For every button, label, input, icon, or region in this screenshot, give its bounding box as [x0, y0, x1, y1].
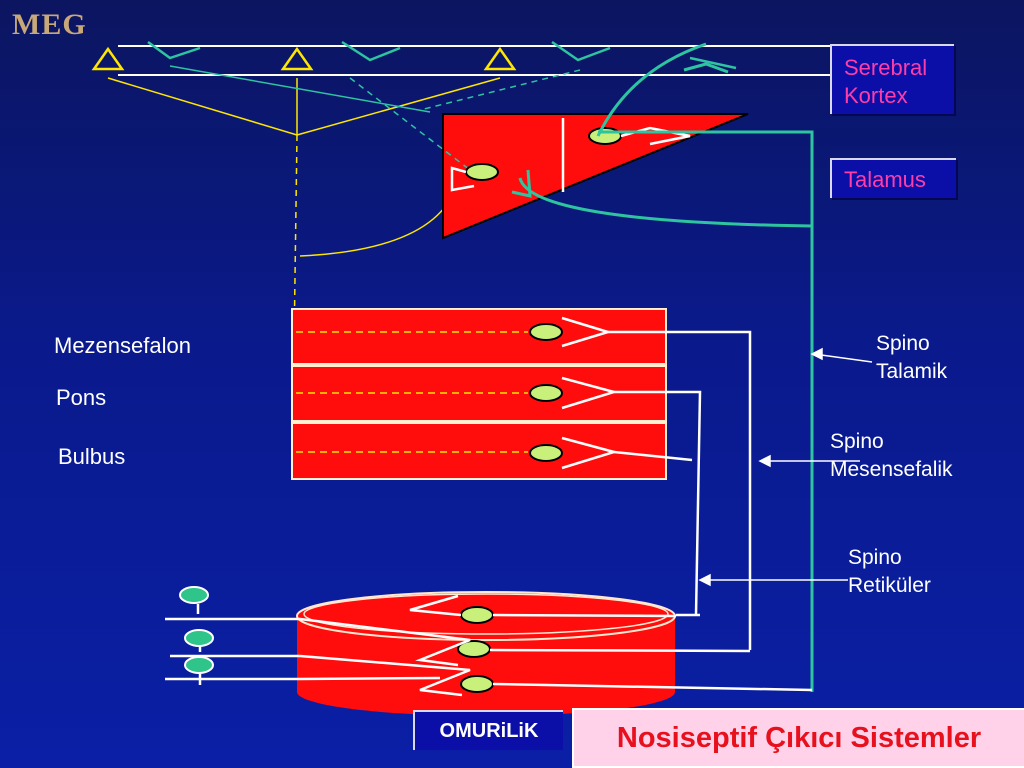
serebral-label: Serebral [844, 55, 928, 80]
cortico-thalamic-projections [169, 65, 581, 171]
spino-mesensefalik-label: Spino Mesensefalik [830, 428, 953, 484]
spino-thalamic-tract [511, 42, 814, 692]
meg-label: MEG [12, 8, 87, 41]
mesencephalon-block [291, 308, 667, 365]
spino-retikuler-label: Spino Retiküler [848, 544, 931, 600]
peripheral-receptor-1 [179, 586, 209, 604]
spino-retikuler-line1: Spino [848, 546, 902, 569]
tract-pointer-arrows [698, 347, 873, 587]
omurilik-box: OMURiLiK [413, 710, 563, 750]
spino-talamik-line1: Spino [876, 332, 930, 355]
peripheral-receptor-2 [184, 629, 214, 647]
talamus-label: Talamus [844, 167, 926, 192]
bulbus-label: Bulbus [58, 444, 126, 469]
spino-talamik-line2: Talamik [876, 360, 948, 383]
spinal-afferents [165, 594, 813, 697]
cortical-dendrites [147, 40, 737, 70]
slide-title: Nosiseptif Çıkıcı Sistemler [616, 721, 982, 754]
mesencephalon-neuron [529, 323, 563, 341]
spinal-neuron-2 [457, 640, 491, 658]
brainstem-dashed-lines [296, 331, 528, 453]
ascending-white-tracts [608, 330, 752, 650]
talamus-box: Talamus [830, 158, 956, 198]
spino-mesensefalik-line1: Spino [830, 430, 884, 453]
mezensefalon-label: Mezensefalon [54, 333, 191, 358]
serebral-kortex-box: Serebral Kortex [830, 44, 954, 114]
slide-title-box: Nosiseptif Çıkıcı Sistemler [572, 708, 1024, 768]
spinal-neuron-1 [460, 606, 494, 624]
spino-retikuler-line2: Retiküler [848, 574, 931, 597]
kortex-label: Kortex [844, 83, 908, 108]
meg-sensor-1 [91, 46, 125, 71]
bulbus-block [291, 422, 667, 480]
thalamus-neuron-2 [465, 163, 499, 181]
spino-mesensefalik-line2: Mesensefalik [830, 458, 953, 481]
pons-neuron [529, 384, 563, 402]
meg-sensor-3 [483, 46, 517, 71]
peripheral-receptor-3 [184, 656, 214, 674]
meg-sensor-2 [280, 46, 314, 71]
thalamus-region [442, 113, 749, 240]
spinal-neuron-3 [460, 675, 494, 693]
spino-talamik-label: Spino Talamik [876, 330, 947, 386]
thalamus-neuron-1 [588, 127, 622, 145]
pons-label: Pons [56, 385, 107, 410]
omurilik-label: OMURiLiK [439, 719, 539, 742]
bulbus-neuron [529, 444, 563, 462]
